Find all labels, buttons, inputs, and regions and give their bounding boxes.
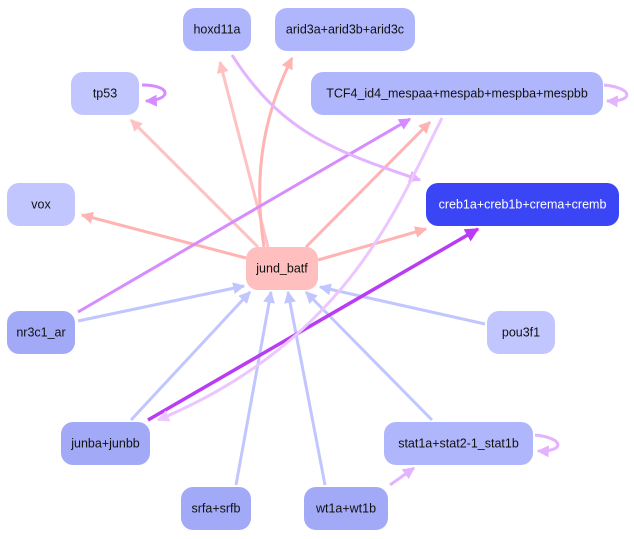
edge-hoxd11a-to-creb — [230, 54, 422, 183]
node-label: creb1a+creb1b+crema+cremb — [439, 198, 607, 212]
node-label: hoxd11a — [193, 23, 240, 37]
edge-jund-to-vox — [80, 211, 247, 260]
node-box — [311, 72, 603, 115]
node-nr3c1[interactable]: nr3c1_ar — [7, 311, 75, 354]
edge-nr3c1-to-jund — [77, 282, 246, 323]
edge-stat1-to-stat1 — [534, 433, 560, 458]
edges-layer — [77, 54, 629, 487]
node-creb[interactable]: creb1a+creb1b+crema+cremb — [426, 183, 619, 226]
node-label: vox — [31, 198, 51, 212]
node-label: junba+junbb — [70, 437, 140, 451]
node-label: nr3c1_ar — [16, 326, 65, 340]
edge-jund-to-arid3 — [258, 56, 294, 248]
edge-tcf4-to-tcf4 — [603, 83, 629, 108]
node-box — [246, 247, 318, 290]
edge-jund-to-tp53 — [129, 118, 260, 249]
node-label: stat1a+stat2-1_stat1b — [398, 437, 519, 451]
edge-jund-to-tcf4 — [304, 120, 432, 249]
node-jund[interactable]: jund_batf — [246, 247, 318, 290]
node-box — [7, 311, 75, 354]
node-box — [487, 311, 555, 354]
node-box — [304, 487, 388, 530]
edge-nr3c1-to-tcf4 — [77, 117, 412, 314]
node-box — [384, 422, 533, 465]
node-tp53[interactable]: tp53 — [71, 72, 139, 115]
node-label: TCF4_id4_mespaa+mespab+mespba+mespbb — [326, 87, 588, 101]
node-box — [275, 8, 415, 51]
node-label: tp53 — [93, 87, 117, 101]
node-label: arid3a+arid3b+arid3c — [286, 23, 404, 37]
node-stat1[interactable]: stat1a+stat2-1_stat1b — [384, 422, 533, 465]
node-wt1[interactable]: wt1a+wt1b — [304, 487, 388, 530]
node-box — [181, 487, 251, 530]
node-box — [61, 422, 150, 465]
node-box — [183, 8, 251, 51]
edge-tp53-to-tp53 — [141, 83, 167, 107]
node-label: srfa+srfb — [192, 502, 241, 516]
edge-tcf4-to-junba — [156, 117, 444, 422]
edge-stat1-to-jund — [304, 290, 434, 422]
node-label: wt1a+wt1b — [315, 502, 376, 516]
edge-jund-to-creb — [317, 226, 428, 262]
node-junba[interactable]: junba+junbb — [61, 422, 150, 465]
node-label: jund_batf — [255, 262, 308, 276]
edge-srfa-to-jund — [234, 290, 275, 486]
node-box — [7, 183, 75, 226]
node-arid3[interactable]: arid3a+arid3b+arid3c — [275, 8, 415, 51]
node-box — [71, 72, 139, 115]
node-vox[interactable]: vox — [7, 183, 75, 226]
edge-junba-to-creb — [147, 227, 480, 422]
edge-junba-to-jund — [129, 290, 252, 422]
edge-wt1-to-jund — [284, 290, 327, 486]
edge-wt1-to-stat1 — [389, 466, 415, 487]
node-box — [426, 183, 619, 226]
edge-pou3f1-to-jund — [318, 283, 486, 326]
nodes-layer: hoxd11a arid3a+arid3b+arid3c tp53 TCF4_id4_… — [7, 8, 619, 530]
node-tcf4[interactable]: TCF4_id4_mespaa+mespab+mespba+mespbb — [311, 72, 603, 115]
node-label: pou3f1 — [502, 326, 540, 340]
node-srfa[interactable]: srfa+srfb — [181, 487, 251, 530]
node-pou3f1[interactable]: pou3f1 — [487, 311, 555, 354]
node-hoxd11a[interactable]: hoxd11a — [183, 8, 251, 51]
